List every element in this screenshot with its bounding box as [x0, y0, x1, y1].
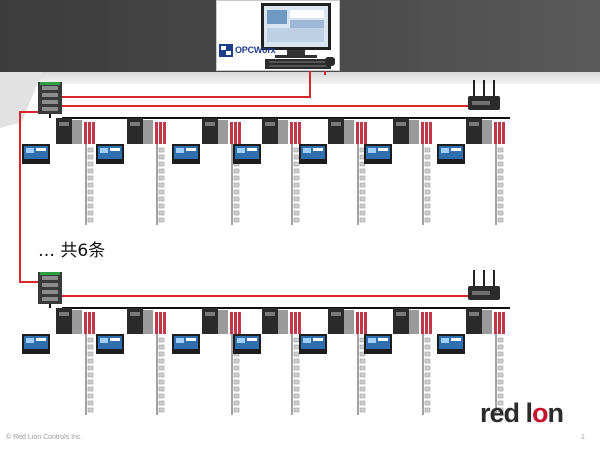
- copyright-text: © Red Lion Controls Inc.: [6, 434, 83, 441]
- hmi-panel-icon: [233, 144, 261, 164]
- backbone-link: [60, 71, 311, 98]
- hmi-panel-icon: [364, 144, 392, 164]
- opcworx-label: OPCWorx: [235, 45, 276, 55]
- hmi-panel-icon: [96, 334, 124, 354]
- hmi-panel-icon: [299, 144, 327, 164]
- controller-station: [202, 308, 241, 415]
- hmi-panel-icon: [172, 144, 200, 164]
- hmi-panel-icon: [364, 334, 392, 354]
- hmi-panel-icon: [299, 334, 327, 354]
- trunk-link: [19, 111, 38, 283]
- controller-station: [202, 118, 241, 225]
- hmi-panel-icon: [437, 334, 465, 354]
- production-line-1: [22, 80, 510, 225]
- controller-station: [56, 308, 95, 415]
- ethernet-switch-icon: [38, 272, 62, 304]
- hmi-panel-icon: [96, 144, 124, 164]
- page-number: 1: [581, 434, 585, 441]
- logo-o: o: [532, 398, 548, 428]
- hmi-panel-icon: [22, 144, 50, 164]
- header-shadow: [0, 72, 600, 84]
- controller-station: [127, 118, 166, 225]
- left-wedge: [0, 72, 42, 128]
- computer-icon: [261, 3, 335, 69]
- production-line-2: [22, 270, 510, 415]
- cellular-router-icon: [468, 80, 500, 110]
- controller-station: [466, 118, 505, 225]
- opcworx-logo-icon: [219, 44, 233, 57]
- hmi-panel-icon: [233, 334, 261, 354]
- line-count-annotation: … 共6条: [38, 241, 106, 261]
- controller-station: [328, 308, 367, 415]
- controller-station: [262, 118, 301, 225]
- cellular-router-icon: [468, 270, 500, 300]
- hmi-panel-icon: [22, 334, 50, 354]
- ethernet-switch-icon: [38, 82, 62, 114]
- hmi-panel-icon: [172, 334, 200, 354]
- opcworx-workstation: OPCWorx: [216, 0, 340, 71]
- controller-station: [127, 308, 166, 415]
- network-lines: [19, 71, 510, 415]
- controller-station: [328, 118, 367, 225]
- controller-station: [393, 308, 432, 415]
- controller-station: [466, 308, 505, 415]
- red-lion-logo: red lon: [480, 398, 564, 428]
- controller-station: [56, 118, 95, 225]
- hmi-panel-icon: [437, 144, 465, 164]
- controller-station: [262, 308, 301, 415]
- controller-station: [393, 118, 432, 225]
